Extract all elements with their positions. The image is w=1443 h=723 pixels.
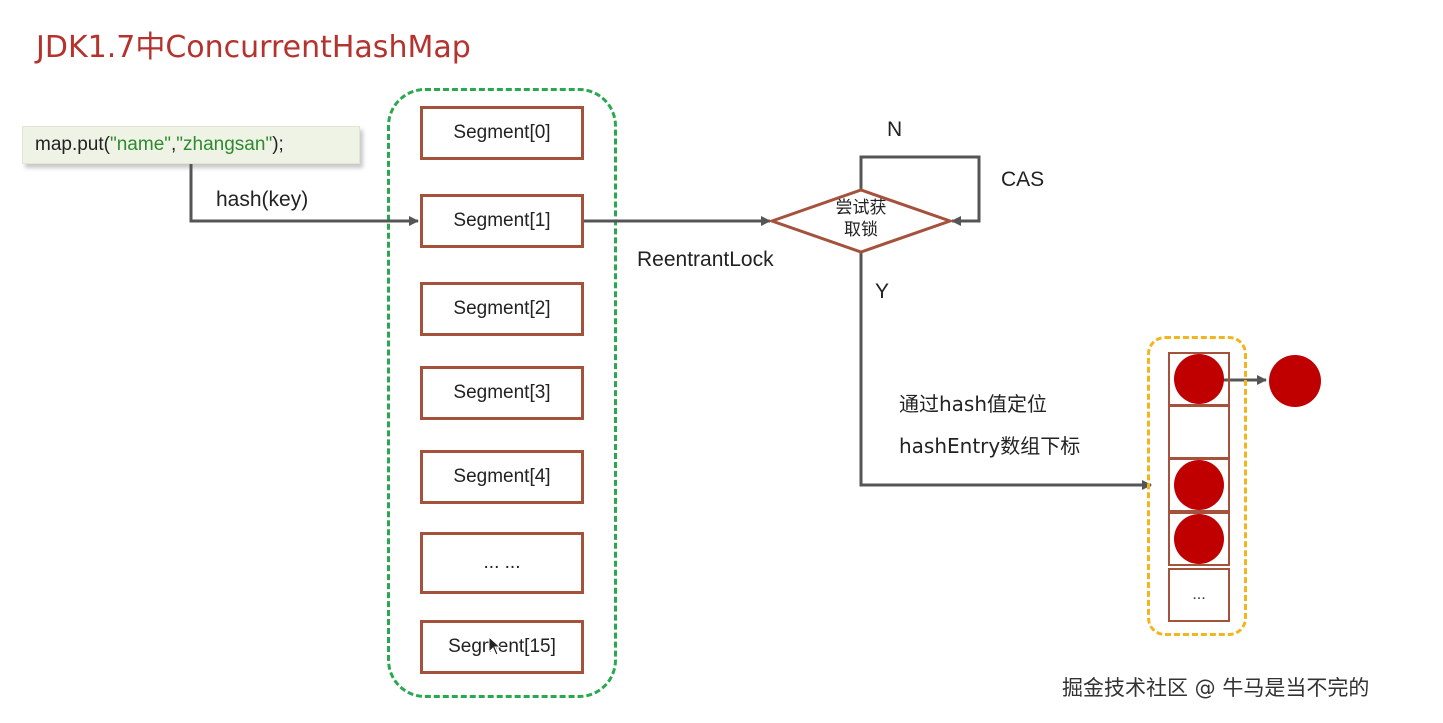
locate-label-line1: 通过hash值定位 <box>899 392 1048 416</box>
hash-entry-cell <box>1168 352 1230 406</box>
code-arg-key: "name" <box>109 134 172 155</box>
hash-entry-group <box>1147 336 1247 636</box>
code-suffix: ); <box>272 134 284 155</box>
code-snippet: map.put("name","zhangsan"); <box>22 126 360 164</box>
segment-box-3: Segment[3] <box>420 366 584 420</box>
cas-loop-arrow <box>859 155 981 226</box>
reentrant-lock-label: ReentrantLock <box>637 248 774 271</box>
cas-label: CAS <box>1001 168 1045 191</box>
locate-label-line2: hashEntry数组下标 <box>899 434 1081 458</box>
code-comma: , <box>171 134 177 155</box>
segment-box-2: Segment[2] <box>420 282 584 336</box>
segment-box-4: Segment[4] <box>420 450 584 504</box>
code-prefix: map.put( <box>35 134 110 155</box>
segment-box-0: Segment[0] <box>420 106 584 160</box>
mouse-cursor-icon <box>488 636 502 656</box>
hash-entry-cell: ... <box>1168 568 1230 622</box>
watermark: 掘金技术社区 @ 牛马是当不完的 <box>1062 676 1370 700</box>
segment-box-1: Segment[1] <box>420 194 584 248</box>
hash-arrow <box>189 164 419 226</box>
hash-entry-cell <box>1168 405 1230 459</box>
n-branch-label: N <box>887 118 903 141</box>
segment-array-group <box>387 88 617 698</box>
decision-diamond <box>767 188 955 254</box>
locate-arrow <box>859 252 1152 490</box>
hash-entry-cell <box>1168 512 1230 566</box>
hash-entry-ellipsis: ... <box>1192 586 1206 603</box>
hash-entry-cell <box>1168 458 1230 512</box>
y-branch-label: Y <box>875 280 890 303</box>
decision-label: 尝试获 取锁 <box>802 197 920 241</box>
decision-label-line2: 取锁 <box>844 220 878 240</box>
diagram-title: JDK1.7中ConcurrentHashMap <box>36 30 471 65</box>
hash-key-label: hash(key) <box>216 188 309 211</box>
segment-box-15: Segment[15] <box>420 620 584 674</box>
segment-box-ellipsis: ... ... <box>420 532 584 594</box>
decision-label-line1: 尝试获 <box>835 198 887 218</box>
linked-entry-node <box>1269 355 1321 407</box>
entry-node <box>1174 354 1224 404</box>
entry-node <box>1174 514 1224 564</box>
code-arg-value: "zhangsan" <box>176 134 273 155</box>
entry-node <box>1174 460 1224 510</box>
